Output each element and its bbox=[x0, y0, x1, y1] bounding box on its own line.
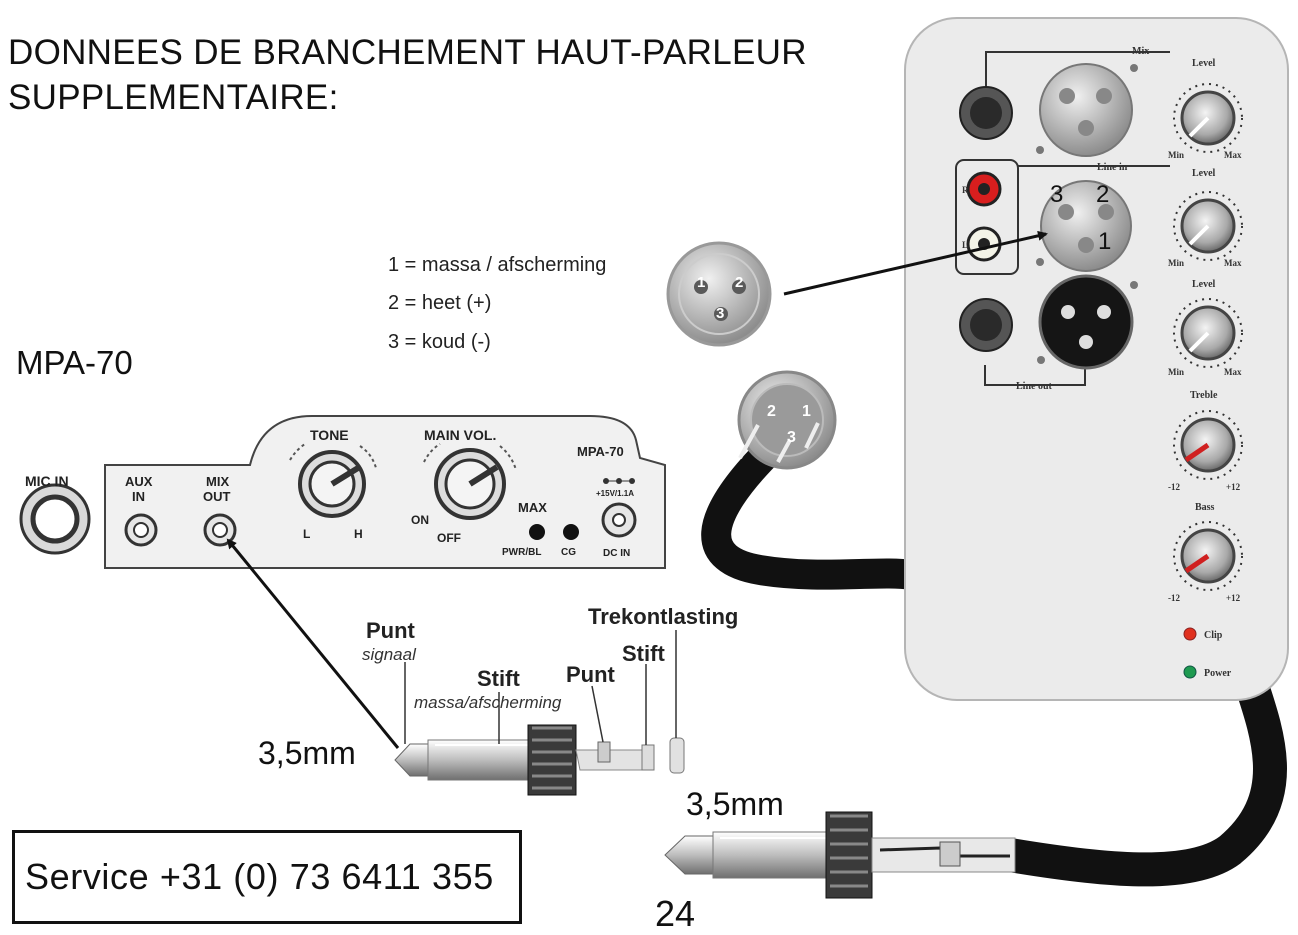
mix-out-label-2: OUT bbox=[203, 489, 231, 504]
model-label: MPA-70 bbox=[16, 344, 133, 381]
arrow-to-mix-out bbox=[226, 538, 400, 749]
xlr-solder-pin-3: 3 bbox=[787, 429, 796, 446]
cable-upper bbox=[701, 435, 927, 590]
mixer-line-in-label: Line in bbox=[1097, 162, 1128, 173]
mixer-plus12-label: +12 bbox=[1226, 482, 1241, 492]
mixer-panel: Mix Line in Line out R L Level Level Lev… bbox=[904, 17, 1289, 701]
mixer-plus12-label: +12 bbox=[1226, 593, 1241, 603]
mixer-bass-label: Bass bbox=[1195, 502, 1215, 513]
mixer-min-label: Min bbox=[1168, 150, 1184, 160]
tone-h-label: H bbox=[354, 527, 363, 541]
cg-label: CG bbox=[561, 547, 576, 558]
aux-in-label-1: AUX bbox=[125, 474, 153, 489]
label-signaal: signaal bbox=[362, 645, 416, 664]
dc-in-label: DC IN bbox=[603, 548, 630, 559]
mixer-treble-label: Treble bbox=[1190, 390, 1218, 401]
size-label-right: 3,5mm bbox=[686, 786, 784, 822]
on-label: ON bbox=[411, 513, 429, 527]
mixer-power-label: Power bbox=[1204, 668, 1232, 679]
xlr-solder-pin-1: 1 bbox=[802, 403, 811, 420]
pin-legend-1: 1 = massa / afscherming bbox=[388, 254, 607, 276]
mic-in-label: MIC IN bbox=[25, 473, 69, 489]
jack-plug-right bbox=[664, 811, 1016, 899]
mixer-minus12-label: -12 bbox=[1168, 593, 1180, 603]
mixer-pin-3: 3 bbox=[1050, 181, 1063, 208]
mixer-r-label: R bbox=[962, 185, 969, 195]
mixer-knob-treble bbox=[1173, 410, 1243, 480]
jack-plug-left bbox=[394, 630, 685, 796]
title-line-1: DONNEES DE BRANCHEMENT HAUT-PARLEUR bbox=[8, 33, 807, 72]
mixer-knob-level-3 bbox=[1173, 298, 1243, 368]
service-text: Service +31 (0) 73 6411 355 bbox=[25, 856, 494, 897]
label-punt-top: Punt bbox=[366, 618, 415, 643]
xlr-pin-2: 2 bbox=[735, 274, 743, 291]
arrow-to-line-in bbox=[783, 230, 1048, 296]
mixer-clip-label: Clip bbox=[1204, 630, 1223, 641]
off-label: OFF bbox=[437, 531, 461, 545]
xlr-solder-pin-2: 2 bbox=[767, 403, 776, 420]
mixer-level-2-label: Level bbox=[1192, 168, 1216, 179]
label-massa: massa/afscherming bbox=[414, 693, 562, 712]
xlr-solder-connector: 2 3 1 bbox=[737, 370, 837, 470]
mixer-pin-1: 1 bbox=[1098, 228, 1111, 255]
service-box: Service +31 (0) 73 6411 355 bbox=[12, 830, 522, 924]
label-punt-mid: Punt bbox=[566, 662, 615, 687]
tone-l-label: L bbox=[303, 527, 310, 541]
label-trekontlasting: Trekontlasting bbox=[588, 604, 739, 629]
xlr-front-connector: 1 2 3 bbox=[666, 241, 772, 347]
mixer-knob-level-1 bbox=[1173, 83, 1243, 153]
mixer-minus12-label: -12 bbox=[1168, 482, 1180, 492]
pin-legend-3: 3 = koud (-) bbox=[388, 331, 491, 353]
mixer-knob-level-2 bbox=[1173, 191, 1243, 261]
label-stift-right: Stift bbox=[622, 641, 665, 666]
mixer-max-label: Max bbox=[1224, 367, 1242, 377]
mix-out-label-1: MIX bbox=[206, 474, 229, 489]
mixer-pin-2: 2 bbox=[1096, 181, 1109, 208]
mixer-mix-label: Mix bbox=[1132, 46, 1149, 57]
mixer-l-label: L bbox=[962, 240, 968, 250]
mpa70-panel: MIC IN AUX IN MIX OUT TONE L H MAIN VOL.… bbox=[19, 415, 666, 569]
max-label: MAX bbox=[518, 500, 547, 515]
mixer-line-out-label: Line out bbox=[1016, 381, 1053, 392]
mixer-level-3-label: Level bbox=[1192, 279, 1216, 290]
main-vol-label: MAIN VOL. bbox=[424, 427, 496, 443]
mixer-knob-bass bbox=[1173, 521, 1243, 591]
mixer-min-label: Min bbox=[1168, 367, 1184, 377]
page-title: DONNEES DE BRANCHEMENT HAUT-PARLEUR SUPP… bbox=[8, 30, 807, 120]
label-stift-left: Stift bbox=[477, 666, 520, 691]
cable-lower bbox=[993, 663, 1287, 887]
title-line-2: SUPPLEMENTAIRE: bbox=[8, 78, 339, 117]
panel-model-label: MPA-70 bbox=[577, 444, 624, 459]
size-label-left: 3,5mm bbox=[258, 735, 356, 771]
mixer-level-1-label: Level bbox=[1192, 58, 1216, 69]
mixer-max-label: Max bbox=[1224, 258, 1242, 268]
tone-label: TONE bbox=[310, 427, 349, 443]
mixer-max-label: Max bbox=[1224, 150, 1242, 160]
pwr-bl-label: PWR/BL bbox=[502, 547, 541, 558]
mixer-min-label: Min bbox=[1168, 258, 1184, 268]
xlr-pin-3: 3 bbox=[716, 305, 724, 322]
xlr-pin-1: 1 bbox=[697, 274, 705, 291]
aux-in-label-2: IN bbox=[132, 489, 145, 504]
dc-spec-label: +15V/1.1A bbox=[596, 489, 634, 498]
pin-legend-2: 2 = heet (+) bbox=[388, 292, 492, 314]
page-number: 24 bbox=[655, 893, 696, 934]
